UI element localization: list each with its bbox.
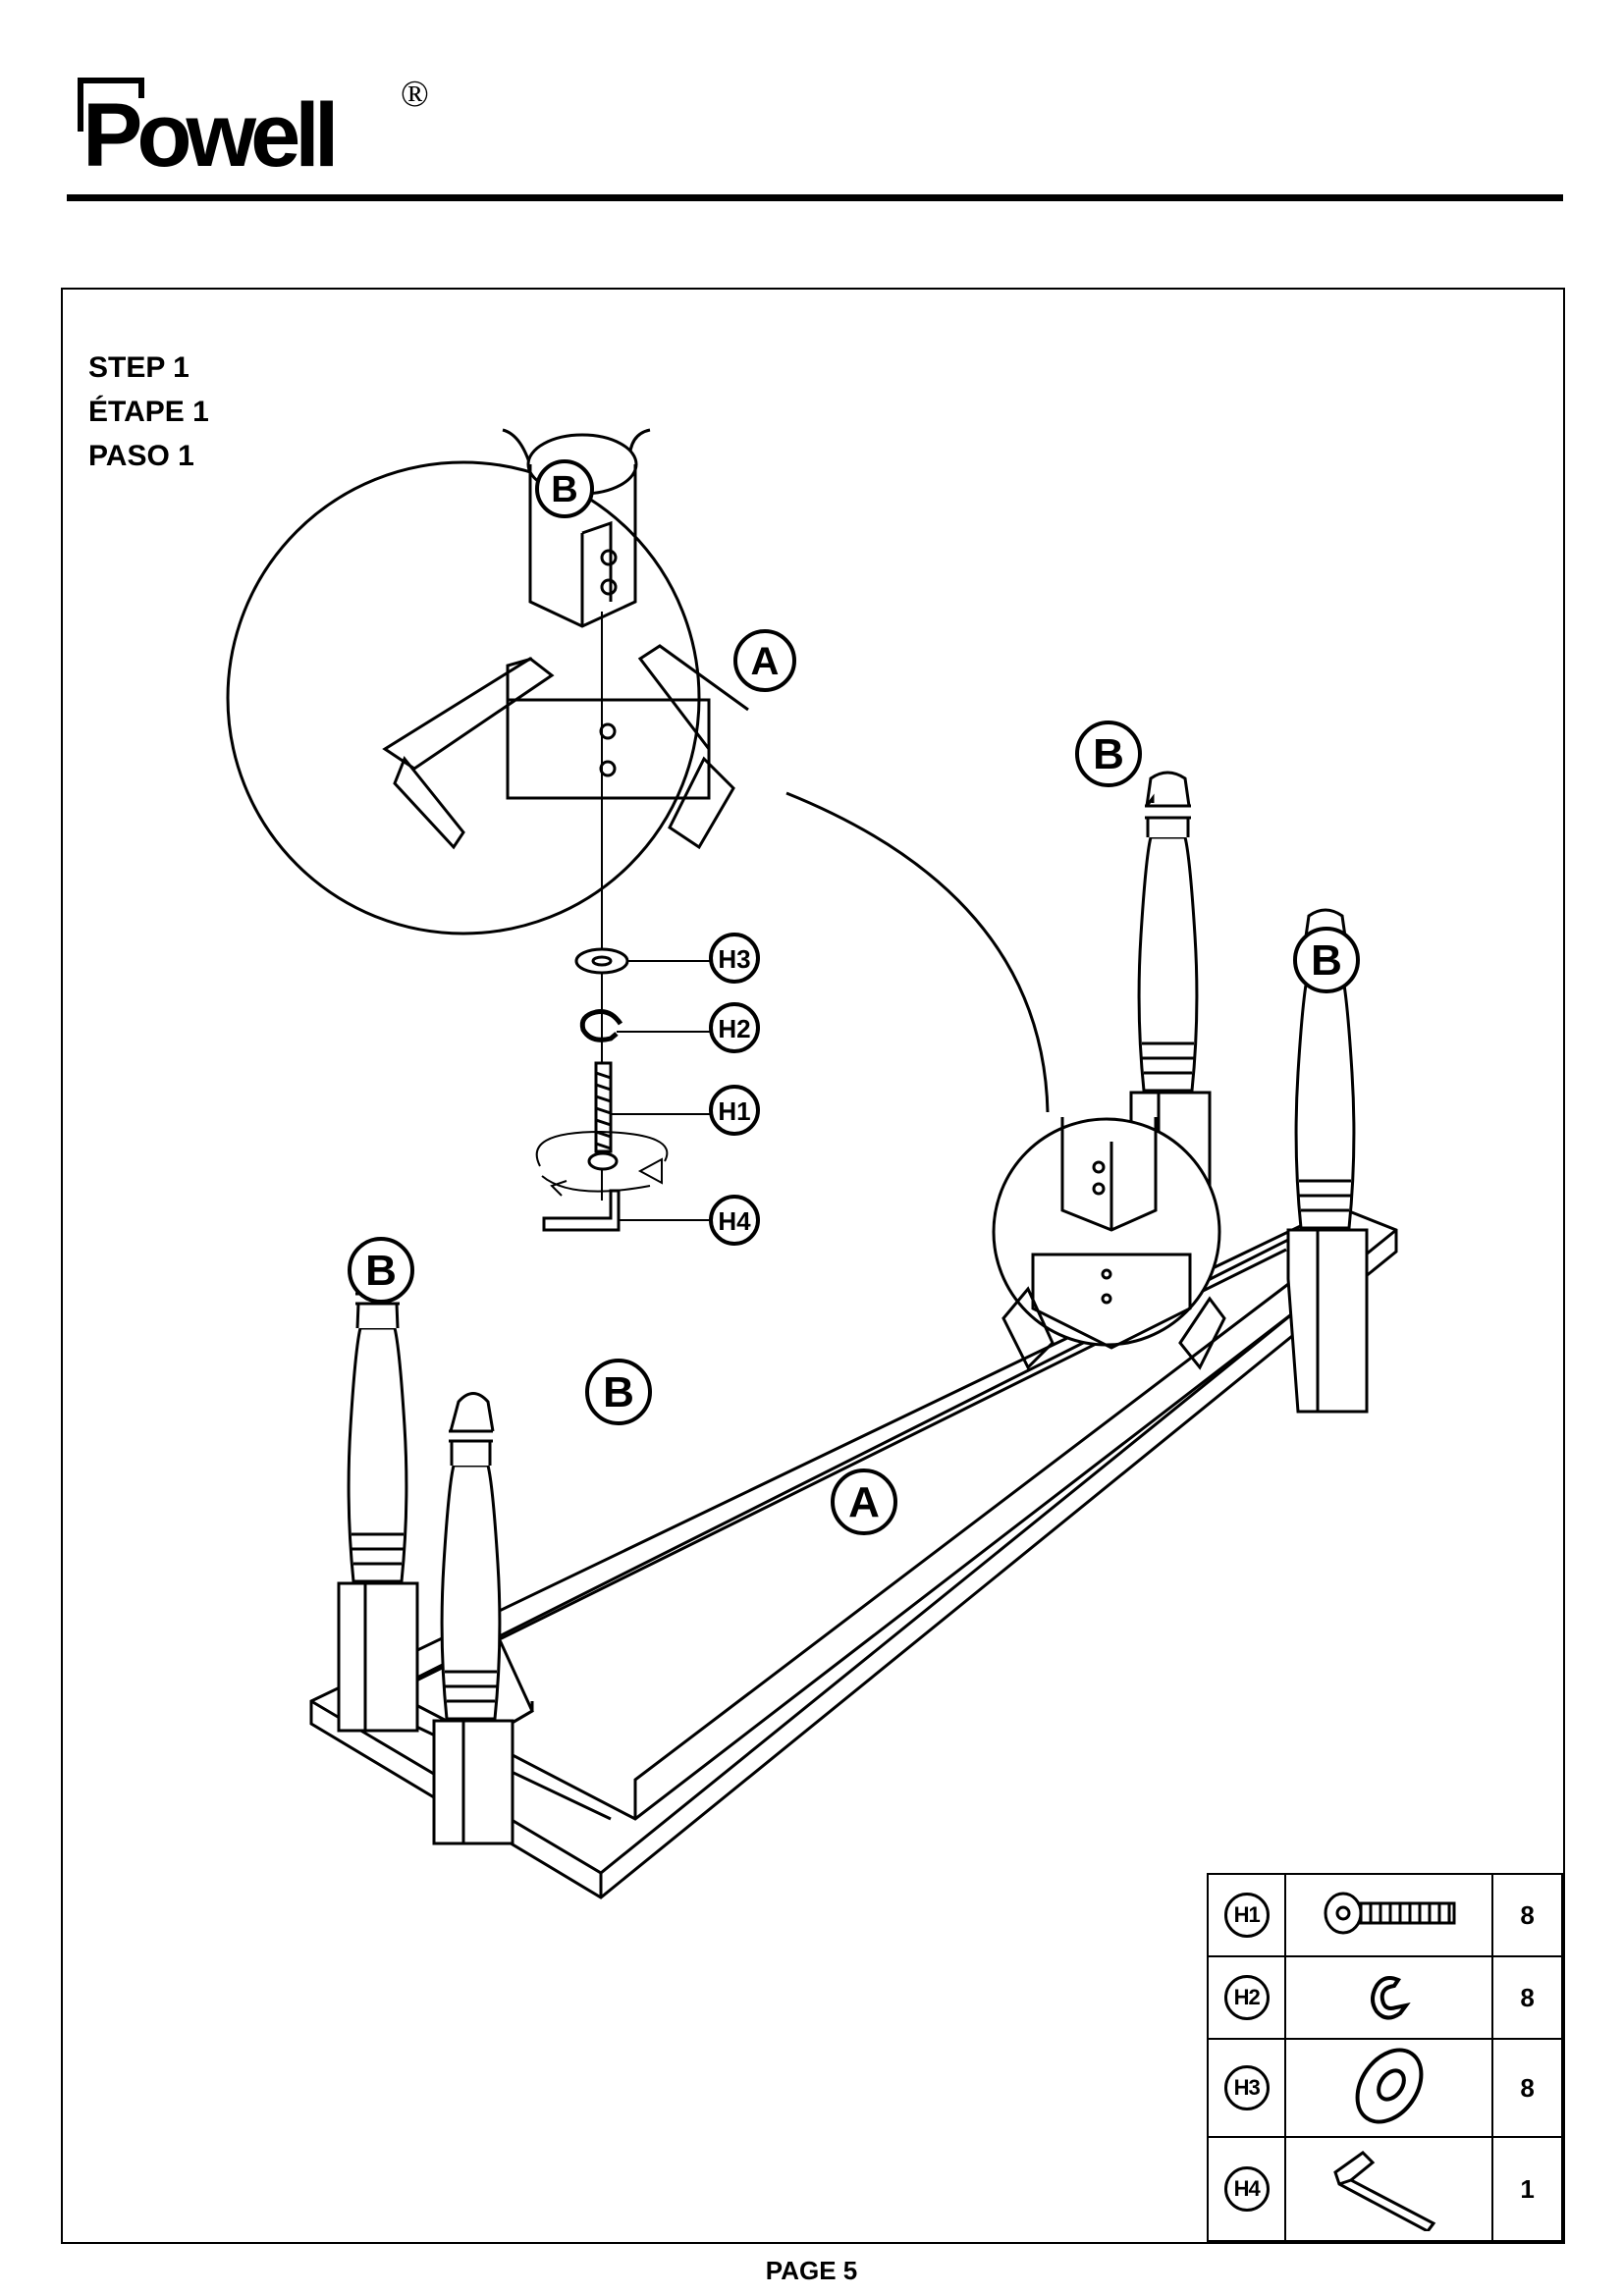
callout-tabletop-detail: A <box>733 629 796 692</box>
parts-row-h4: H4 1 <box>1206 2136 1563 2242</box>
detail-magnifier <box>226 428 1226 1370</box>
svg-text:B: B <box>365 1247 397 1295</box>
instruction-frame <box>61 288 1565 2244</box>
part-code: H2 <box>1223 1975 1270 2020</box>
part-code: H1 <box>1223 1893 1270 1938</box>
bolt-icon <box>1324 1892 1456 1934</box>
step-label-es: PASO 1 <box>88 440 194 472</box>
lock-washer-icon <box>1370 1975 1411 2019</box>
callout-badges: B A B B B B A H3 <box>348 459 1360 1535</box>
parts-row-h3: H3 8 <box>1206 2038 1563 2138</box>
callout-h4: H4 <box>709 1195 760 1246</box>
leg-b-front <box>432 1392 514 1845</box>
flat-washer-icon <box>1355 2048 1424 2123</box>
part-code: H3 <box>1223 2065 1270 2110</box>
logo-mark-icon <box>78 78 144 132</box>
svg-text:B: B <box>1093 730 1124 778</box>
part-qty: 8 <box>1491 2038 1563 2138</box>
header-rule <box>67 194 1563 201</box>
hardware-parts-table: H1 8 H2 8 H3 8 H4 <box>1206 1873 1563 2242</box>
step-heading: STEP 1 ÉTAPE 1 PASO 1 <box>88 346 209 478</box>
svg-text:B: B <box>603 1368 634 1416</box>
callout-h2: H2 <box>709 1002 760 1053</box>
svg-text:B: B <box>1311 936 1342 985</box>
part-code: H4 <box>1223 2166 1270 2212</box>
step-label-fr: ÉTAPE 1 <box>88 396 209 428</box>
svg-text:H2: H2 <box>718 1014 750 1043</box>
brand-logo: Powell ® <box>77 73 450 190</box>
svg-text:B: B <box>551 469 577 510</box>
callout-leg-back-right: B <box>1293 927 1360 993</box>
svg-text:A: A <box>751 640 780 683</box>
svg-text:H3: H3 <box>718 944 750 974</box>
callout-tabletop: A <box>831 1468 897 1535</box>
callout-leg-back-left: B <box>1075 721 1142 787</box>
parts-row-h1: H1 8 <box>1206 1873 1563 1957</box>
svg-text:H1: H1 <box>718 1096 750 1126</box>
callout-h1: H1 <box>709 1085 760 1136</box>
callout-leg-detail: B <box>535 459 594 518</box>
brand-name: Powell <box>82 85 339 186</box>
allen-key-icon <box>1332 2150 1435 2233</box>
svg-text:H4: H4 <box>718 1206 751 1236</box>
step-label-en: STEP 1 <box>88 351 189 384</box>
hardware-stack <box>535 916 711 1232</box>
callout-h3: H3 <box>709 933 760 984</box>
page-number: PAGE 5 <box>765 2256 858 2285</box>
svg-text:A: A <box>848 1478 880 1526</box>
callout-leg-left: B <box>348 1237 414 1304</box>
registered-mark: ® <box>401 74 429 115</box>
assembly-drawing: B A B B B B A H3 <box>226 428 1398 1899</box>
part-qty: 1 <box>1491 2136 1563 2242</box>
part-qty: 8 <box>1491 1955 1563 2040</box>
callout-leg-front: B <box>585 1359 652 1425</box>
leg-b-left <box>337 1260 419 1733</box>
part-qty: 8 <box>1491 1873 1563 1957</box>
parts-row-h2: H2 8 <box>1206 1955 1563 2040</box>
